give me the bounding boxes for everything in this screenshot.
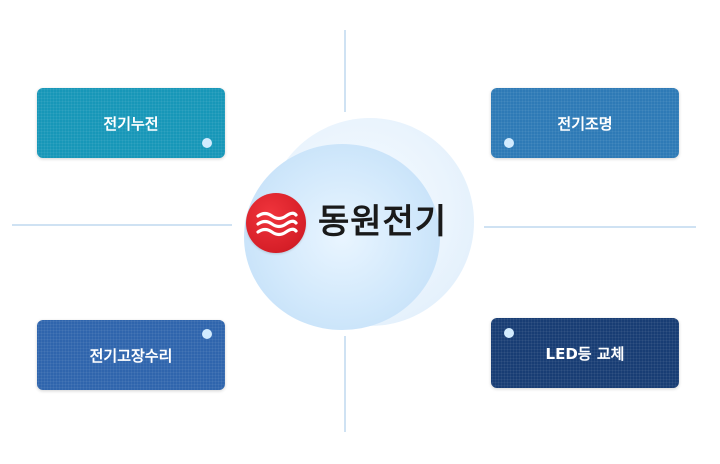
service-card-label: 전기조명 [557, 114, 613, 133]
red-wave-logo-icon [246, 193, 306, 253]
service-card-label: 전기누전 [103, 114, 159, 133]
service-card-electric-repair[interactable]: 전기고장수리 [37, 320, 225, 390]
service-card-electric-lighting[interactable]: 전기조명 [491, 88, 679, 158]
card-dot-icon [202, 138, 212, 148]
service-card-led-replacement[interactable]: LED등 교체 [491, 318, 679, 388]
card-dot-icon [504, 138, 514, 148]
connector-line-left [12, 224, 232, 226]
card-dot-icon [202, 329, 212, 339]
service-card-label: 전기고장수리 [89, 346, 173, 365]
connector-line-bottom [344, 336, 346, 432]
card-dot-icon [504, 328, 514, 338]
service-card-electric-leakage[interactable]: 전기누전 [37, 88, 225, 158]
brand-name: 동원전기 [318, 202, 448, 242]
connector-line-top [344, 30, 346, 112]
service-card-label: LED등 교체 [545, 344, 625, 363]
connector-line-right [484, 226, 696, 228]
